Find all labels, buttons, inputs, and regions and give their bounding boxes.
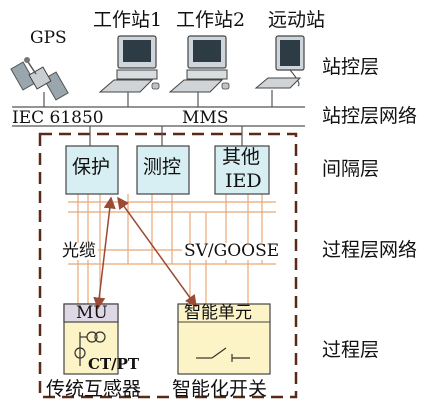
protection-label: 保护 <box>72 156 111 178</box>
workstation1-label: 工作站1 <box>93 9 163 31</box>
workstation1-computer-icon <box>98 35 160 93</box>
bay-uplinks <box>89 126 243 146</box>
process-network-layer-label: 过程层网络 <box>322 239 418 261</box>
mms-label: MMS <box>182 108 229 128</box>
station-network-layer-label: 站控层网络 <box>322 105 418 127</box>
bay-process-frame <box>38 132 298 399</box>
fiber-label: 光缆 <box>60 241 98 261</box>
process-layer-label: 过程层 <box>322 339 380 361</box>
measure-control-box <box>136 145 190 195</box>
other-label: 其他 <box>222 146 261 168</box>
remote-station-computer-icon <box>254 35 305 89</box>
protection-box <box>65 145 119 195</box>
sv-goose-label: SV/GOOSE <box>182 241 282 261</box>
iec61850-label: IEC 61850 <box>12 108 104 128</box>
other-ied-box <box>214 145 270 195</box>
ct-pt-label: CT/PT <box>88 355 140 373</box>
station-network-bus <box>12 106 305 127</box>
station-drop-lines <box>43 90 273 107</box>
workstation2-computer-icon <box>168 35 230 93</box>
ied-label: IED <box>225 170 262 192</box>
intelligent-unit-box <box>177 303 271 375</box>
intelligent-unit-label: 智能单元 <box>184 303 252 323</box>
switch-symbol <box>196 347 250 362</box>
gps-label: GPS <box>30 28 67 48</box>
measure-control-label: 测控 <box>143 156 182 178</box>
workstation2-label: 工作站2 <box>176 9 246 31</box>
ct-pt-symbol <box>74 331 106 366</box>
remote-station-label: 远动站 <box>268 9 326 31</box>
mu-label: MU <box>76 303 108 323</box>
station-control-layer-label: 站控层 <box>322 56 380 78</box>
communication-arrows <box>93 196 197 310</box>
gps-satellite-icon <box>10 57 69 101</box>
traditional-transformer-label: 传统互感器 <box>46 378 142 400</box>
bay-layer-label: 间隔层 <box>322 158 380 180</box>
mu-box <box>63 303 119 375</box>
intelligent-switch-label: 智能化开关 <box>172 378 268 400</box>
